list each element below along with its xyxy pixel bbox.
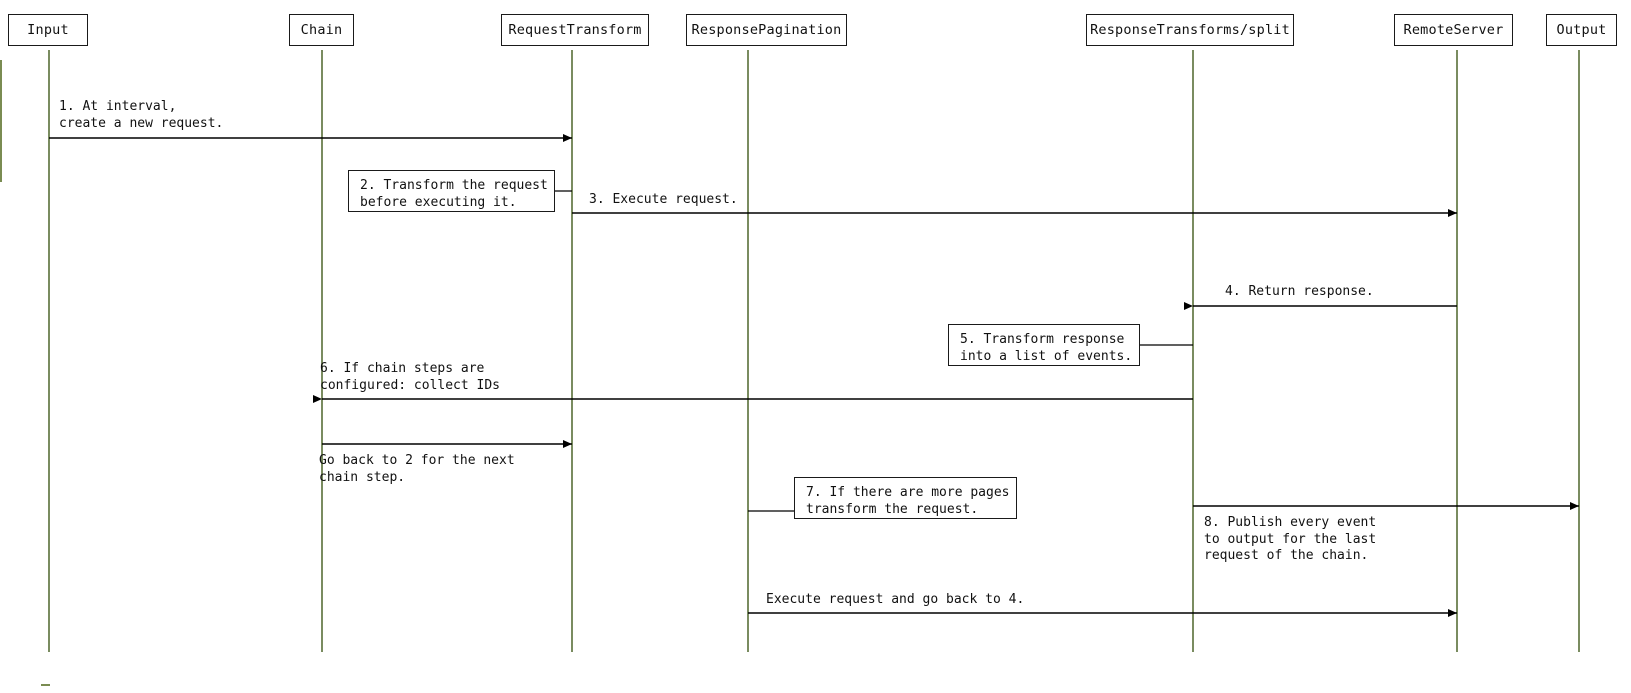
message-label-m4: 4. Return response.: [1225, 284, 1374, 299]
message-label-m1: 1. At interval, create a new request.: [59, 99, 224, 131]
note-box-n7[interactable]: 7. If there are more pages transform the…: [794, 477, 1017, 519]
message-label-m8: 8. Publish every event to output for the…: [1204, 515, 1377, 563]
note-label-n2: 2. Transform the request before executin…: [360, 178, 548, 210]
message-label-m6: 6. If chain steps are configured: collec…: [320, 361, 501, 393]
note-box-n5[interactable]: 5. Transform response into a list of eve…: [948, 324, 1140, 366]
note-label-n7: 7. If there are more pages transform the…: [806, 485, 1010, 517]
participant-label-chain: Chain: [300, 22, 343, 38]
participant-label-reqtr: RequestTransform: [508, 22, 642, 38]
participant-label-output: Output: [1556, 22, 1607, 38]
left-edge-mark: [0, 60, 2, 182]
message-label-m3: 3. Execute request.: [589, 192, 738, 207]
participant-label-respag: ResponsePagination: [691, 22, 842, 38]
message-label-m6b: Go back to 2 for the next chain step.: [319, 453, 515, 485]
participant-box-input[interactable]: Input: [8, 14, 88, 46]
participant-box-reqtr[interactable]: RequestTransform: [501, 14, 649, 46]
participant-label-resptr: ResponseTransforms/split: [1090, 22, 1290, 38]
participant-box-output[interactable]: Output: [1546, 14, 1617, 46]
participant-box-chain[interactable]: Chain: [289, 14, 354, 46]
note-label-n5: 5. Transform response into a list of eve…: [960, 332, 1133, 364]
participant-label-remote: RemoteServer: [1403, 22, 1504, 38]
participant-box-respag[interactable]: ResponsePagination: [686, 14, 847, 46]
message-label-m9: Execute request and go back to 4.: [766, 592, 1025, 607]
participant-label-input: Input: [27, 22, 69, 38]
participant-box-resptr[interactable]: ResponseTransforms/split: [1086, 14, 1294, 46]
participant-box-remote[interactable]: RemoteServer: [1394, 14, 1513, 46]
note-box-n2[interactable]: 2. Transform the request before executin…: [348, 170, 555, 212]
bottom-edge-mark: [41, 684, 50, 686]
